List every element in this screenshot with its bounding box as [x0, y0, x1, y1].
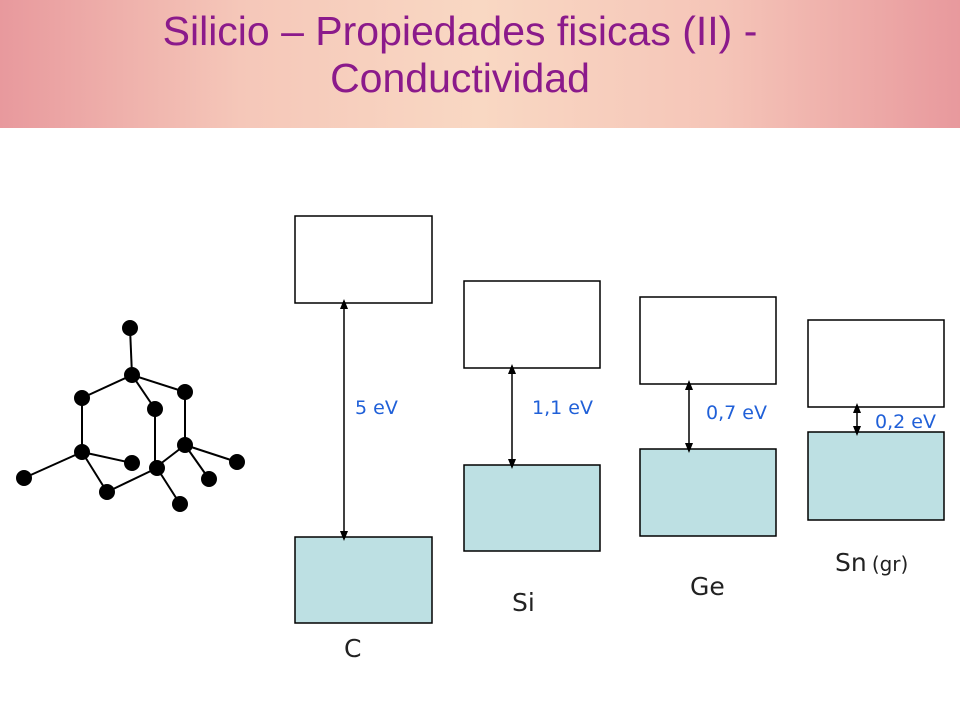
gap-label-si: 1,1 eV [532, 397, 593, 419]
conduction-band-c [294, 215, 433, 304]
gap-label-c: 5 eV [355, 397, 398, 419]
material-label-sn: Sn (gr) [835, 548, 908, 577]
valence-band-c [294, 536, 433, 624]
crystal-lattice-illustration [16, 320, 245, 512]
conduction-band-sn [807, 319, 945, 408]
gap-label-ge: 0,7 eV [706, 402, 767, 424]
material-label-ge: Ge [690, 572, 725, 601]
conduction-band-si [463, 280, 601, 369]
conduction-band-ge [639, 296, 777, 385]
valence-band-sn [807, 431, 945, 521]
title-line-2: Conductividad [330, 55, 590, 101]
valence-band-si [463, 464, 601, 552]
gap-label-sn: 0,2 eV [875, 411, 936, 433]
title-line-1: Silicio – Propiedades fisicas (II) - [162, 8, 758, 54]
title-banner [0, 0, 960, 128]
slide-title: Silicio – Propiedades fisicas (II) - Con… [0, 8, 920, 102]
valence-band-ge [639, 448, 777, 537]
material-suffix-sn: (gr) [871, 552, 909, 576]
material-label-si: Si [512, 588, 535, 617]
material-symbol-sn: Sn [835, 548, 867, 577]
material-label-c: C [344, 634, 362, 663]
